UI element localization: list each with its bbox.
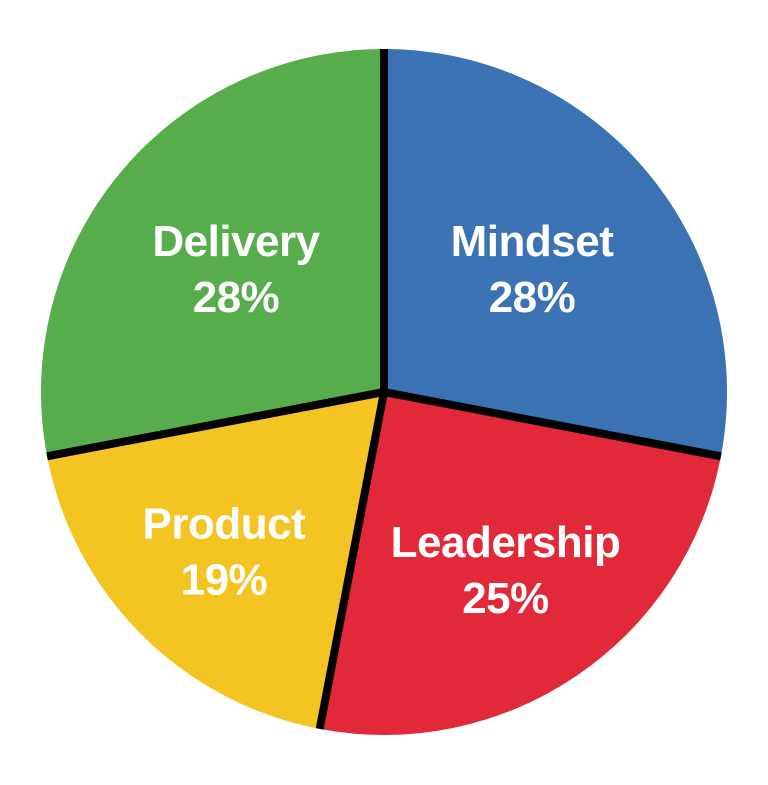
pie-slice-mindset [384, 49, 727, 457]
slice-percent-label-delivery: 28% [193, 273, 280, 322]
slice-percent-label-leadership: 25% [462, 574, 549, 623]
pie-slice-product [47, 392, 384, 729]
pie-slice-leadership [319, 392, 721, 735]
slice-separator-line [383, 388, 722, 461]
slice-separator-line [315, 391, 388, 730]
slice-name-label-mindset: Mindset [451, 217, 615, 266]
slice-percent-label-product: 19% [181, 556, 268, 605]
slice-separator-line [46, 388, 385, 461]
slice-percent-label-mindset: 28% [489, 273, 576, 322]
pie-slice-delivery [41, 49, 384, 457]
slice-name-label-delivery: Delivery [152, 217, 320, 266]
slice-name-label-leadership: Leadership [391, 518, 621, 567]
slice-name-label-product: Product [143, 500, 307, 549]
